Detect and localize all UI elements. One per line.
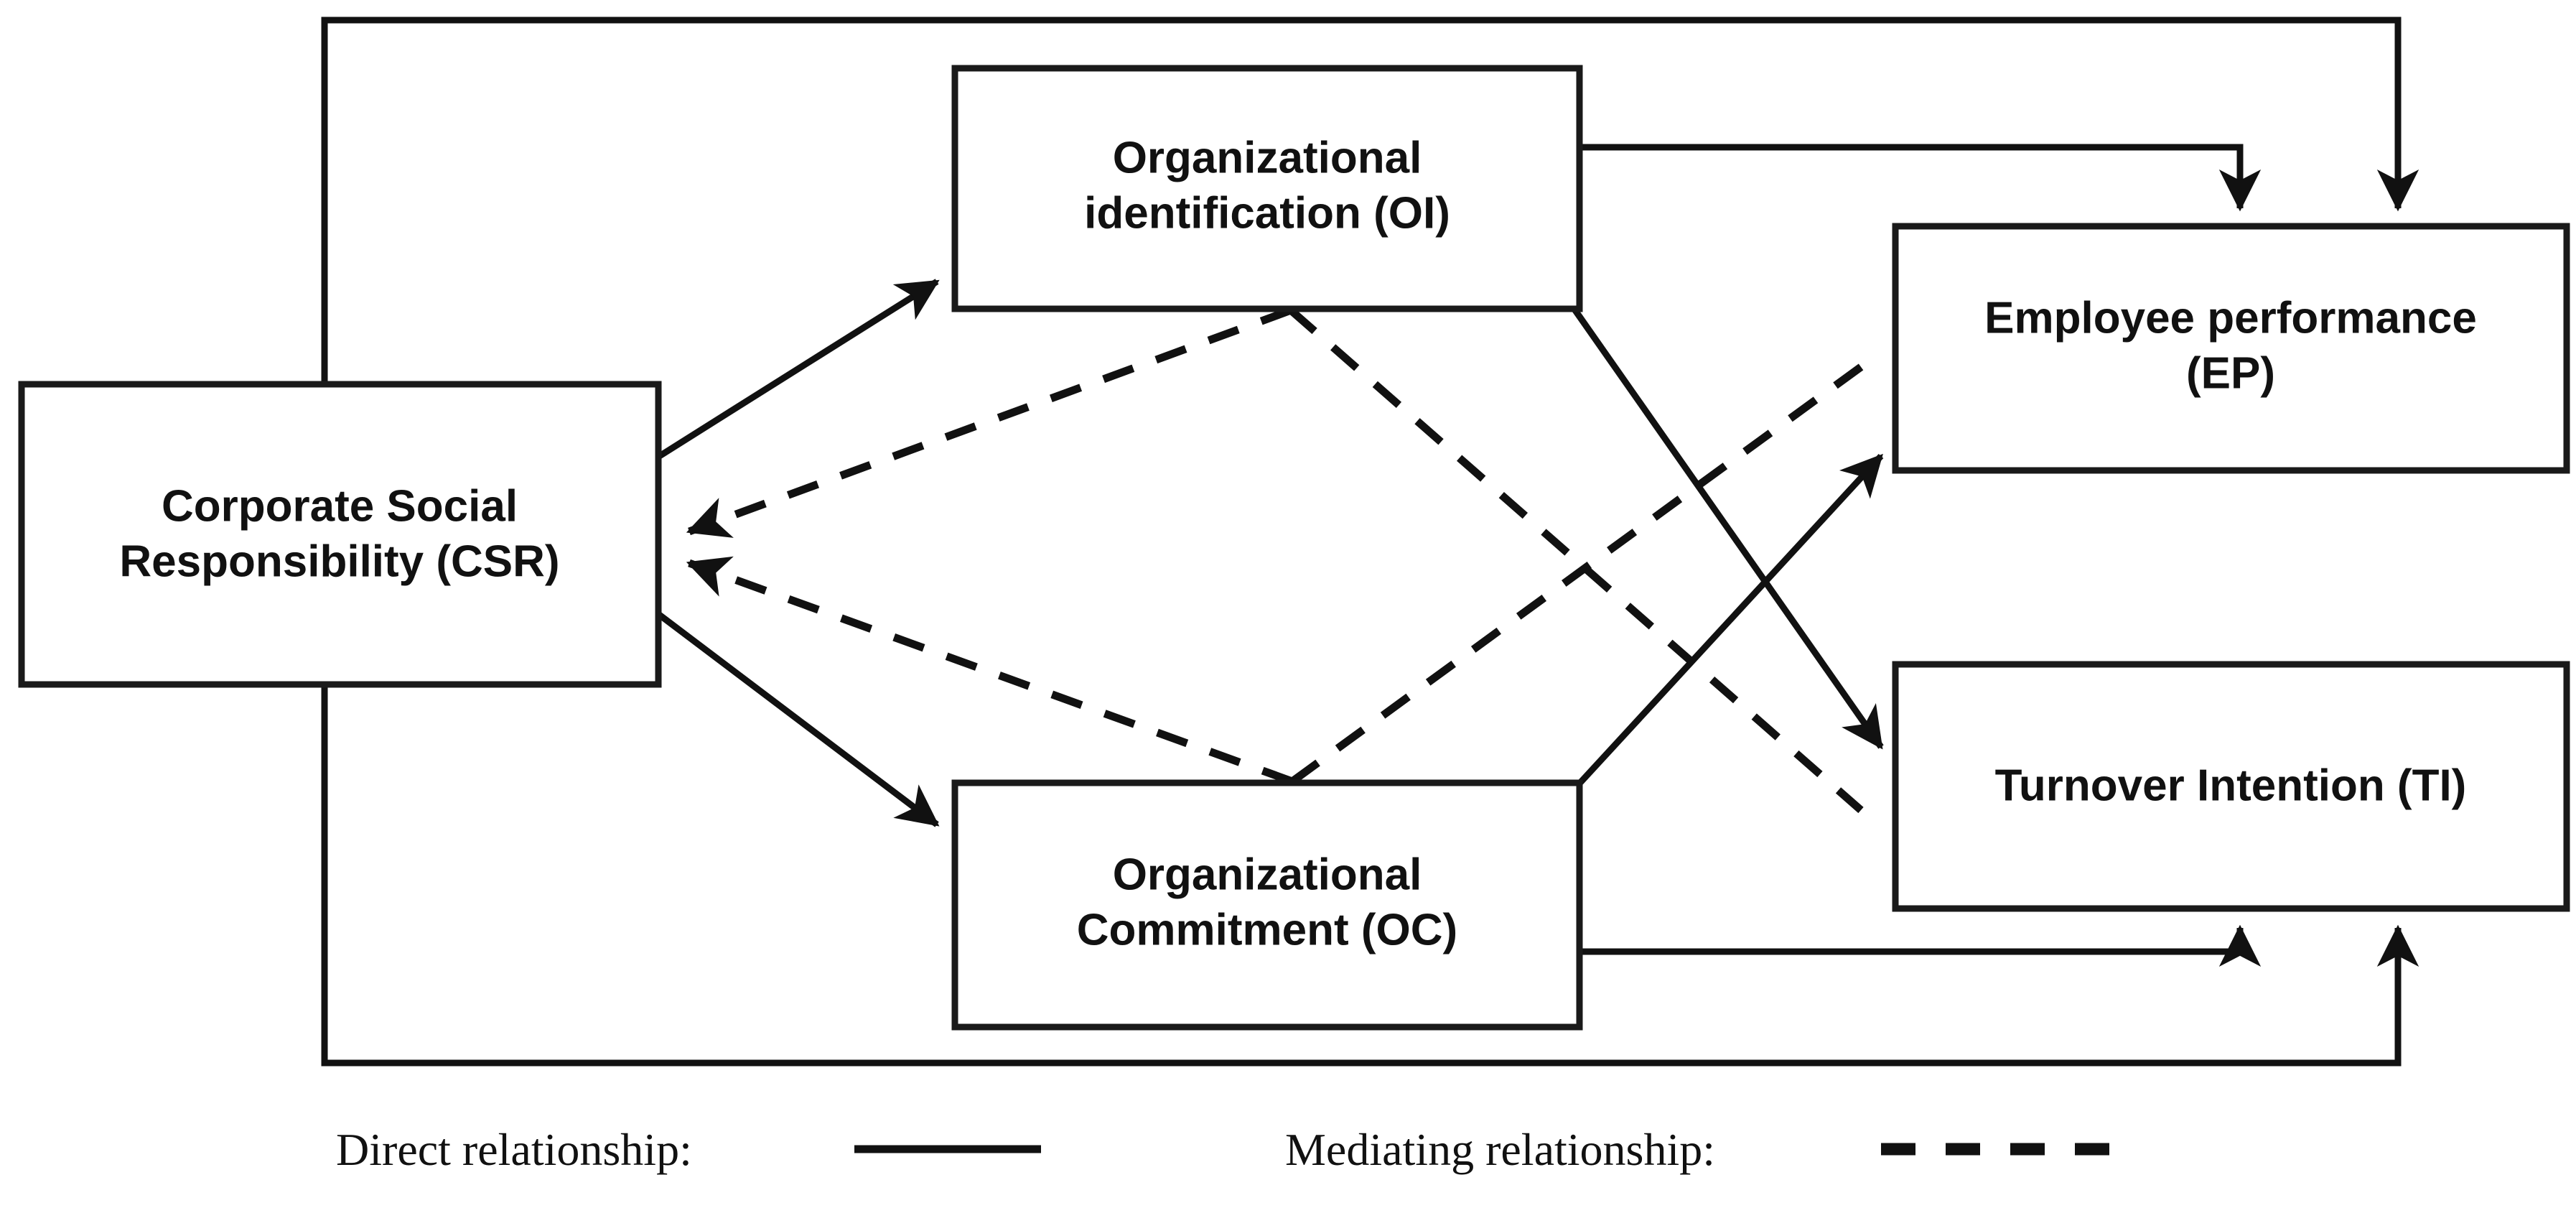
edge-csr-to-ti-outer xyxy=(321,533,2419,1067)
legend-direct-label: Direct relationship: xyxy=(336,1124,692,1175)
node-csr[interactable]: Corporate Social Responsibility (CSR) xyxy=(18,381,662,688)
node-ep-label-line2: (EP) xyxy=(2186,348,2275,398)
node-oi-label-line1: Organizational xyxy=(1113,133,1422,182)
node-csr-label-line1: Corporate Social xyxy=(162,481,518,531)
edge-mediating-csr-oi-ti xyxy=(686,306,1864,814)
node-oc[interactable]: Organizational Commitment (OC) xyxy=(951,779,1583,1031)
node-ti[interactable]: Turnover Intention (TI) xyxy=(1892,661,2570,912)
node-oc-label-line1: Organizational xyxy=(1113,850,1422,899)
edge-oc-to-ep xyxy=(1559,453,1884,806)
node-ep-label-line1: Employee performance xyxy=(1984,293,2477,343)
legend-direct: Direct relationship: xyxy=(336,1124,1041,1175)
edge-oc-to-ti xyxy=(1579,924,2262,967)
node-oc-label-line2: Commitment (OC) xyxy=(1077,905,1457,954)
node-oi-label-line2: identification (OI) xyxy=(1084,188,1450,238)
legend-mediating: Mediating relationship: xyxy=(1285,1124,2125,1175)
node-ep[interactable]: Employee performance (EP) xyxy=(1892,223,2570,474)
edge-oi-to-ep xyxy=(1579,144,2262,212)
edge-csr-to-ep-outer xyxy=(321,17,2419,533)
edge-csr-to-oc xyxy=(656,611,940,827)
legend: Direct relationship: Mediating relations… xyxy=(336,1124,2125,1175)
edge-oi-to-ti xyxy=(1559,289,1884,750)
legend-mediating-label: Mediating relationship: xyxy=(1285,1124,1715,1175)
node-oi[interactable]: Organizational identification (OI) xyxy=(951,65,1583,312)
node-csr-label-line2: Responsibility (CSR) xyxy=(119,536,559,586)
node-ti-label-line1: Turnover Intention (TI) xyxy=(1995,761,2467,810)
edge-csr-to-oi xyxy=(656,279,940,460)
edge-mediating-csr-oc-ep xyxy=(686,350,1882,786)
